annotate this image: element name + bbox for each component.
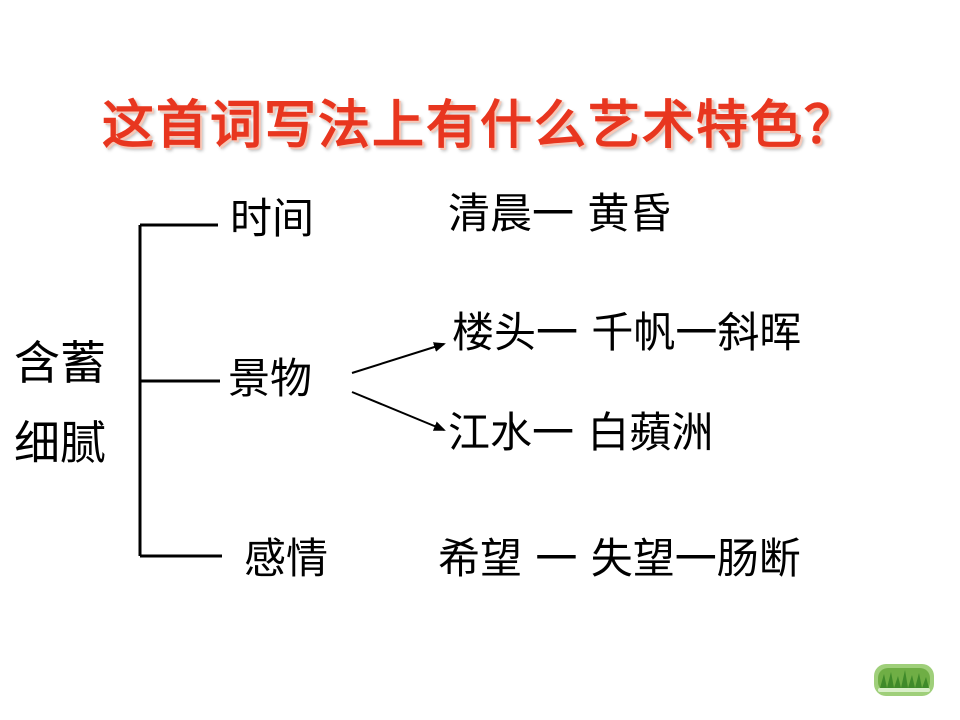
time-content: 清晨一 黄昏 <box>448 189 672 238</box>
slide-title: 这首词写法上有什么艺术特色？ <box>101 96 858 156</box>
emotion-content: 希望 一 失望一肠断 <box>438 534 801 583</box>
branch-label-emotion: 感情 <box>244 534 329 583</box>
arrow-to-scene-item-2 <box>351 391 446 431</box>
root-label-line-1: 含蓄 <box>14 336 106 390</box>
arrow-to-scene-item-1 <box>351 342 446 374</box>
grass-logo-icon <box>874 664 934 696</box>
scene-item-1: 楼头一 千帆一斜晖 <box>452 308 802 357</box>
branch-label-scene: 景物 <box>228 354 313 403</box>
root-label-line-2: 细腻 <box>14 416 106 470</box>
scene-item-2: 江水一 白蘋洲 <box>448 408 714 457</box>
branch-label-time: 时间 <box>230 194 315 243</box>
